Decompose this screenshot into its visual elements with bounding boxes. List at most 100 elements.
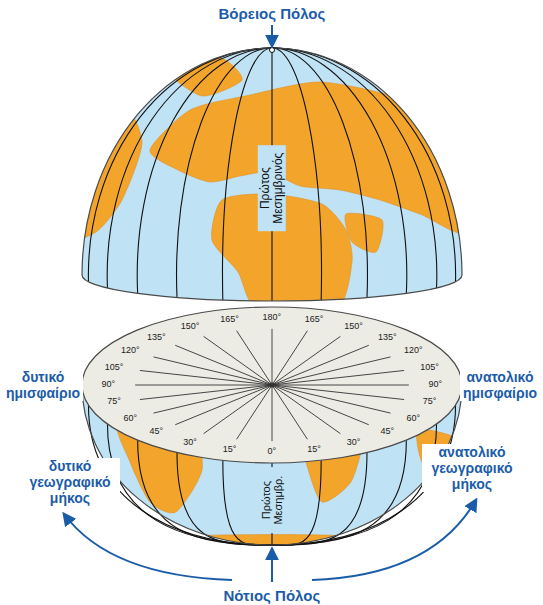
longitude-spoke	[140, 385, 272, 400]
degree-label-box: 60°	[123, 414, 137, 424]
longitude-spoke	[272, 336, 340, 385]
degree-label: 30°	[183, 438, 197, 448]
longitude-spoke	[272, 385, 409, 386]
degree-label-box: 0°	[268, 447, 277, 457]
longitude-spoke	[272, 385, 390, 413]
degree-label: 15°	[223, 445, 237, 455]
degree-label: 90°	[102, 380, 116, 390]
degree-label-box: 90°	[428, 380, 442, 390]
degree-label-box: 165°	[305, 315, 324, 325]
degree-label-box: 165°	[220, 315, 239, 325]
continents	[67, 58, 476, 314]
degree-label-box: 15°	[223, 445, 237, 455]
meridian-label: Πρώτος Μεσημβρινός	[258, 145, 286, 231]
degree-label: 90°	[428, 380, 442, 390]
meridian-line	[272, 48, 437, 288]
longitude-spoke	[135, 385, 272, 386]
longitude-spoke	[154, 357, 272, 385]
longitude-spoke	[272, 331, 307, 385]
degree-label-box: 30°	[347, 438, 361, 448]
degree-label-box: 180°	[263, 313, 282, 323]
degree-label: 135°	[378, 333, 397, 343]
hemisphere-label: ανατολικό ημισφαίριο	[460, 369, 540, 401]
cut-disc	[82, 307, 462, 463]
longitude-spokes	[135, 329, 409, 441]
degree-label: 120°	[404, 346, 423, 356]
degree-label: 180°	[263, 313, 282, 323]
degree-label: 135°	[147, 333, 166, 343]
longitude-spoke	[272, 345, 369, 385]
degree-label-box: 135°	[147, 333, 166, 343]
upper-hemisphere	[67, 48, 476, 314]
east-longitude-arrow	[312, 500, 476, 580]
pointer-arrows	[64, 25, 476, 582]
north-pole-dot	[270, 48, 275, 53]
degree-label: 0°	[268, 447, 277, 457]
landmass	[194, 535, 347, 554]
degree-label-box: 15°	[307, 445, 321, 455]
degree-label-box: 105°	[420, 363, 439, 373]
longitude-spoke	[272, 385, 273, 441]
disc-face	[82, 307, 462, 463]
degree-label: 60°	[123, 414, 137, 424]
hemisphere-label: δυτικό ημισφαίριο	[3, 369, 83, 401]
west-longitude-arrow	[64, 514, 232, 580]
degree-label-box: 45°	[381, 427, 395, 437]
degree-label: 120°	[121, 346, 140, 356]
longitude-label-box: ανατολικό γεωγραφικό μήκος	[422, 444, 522, 492]
degree-label: 15°	[307, 445, 321, 455]
degree-label: 165°	[305, 315, 324, 325]
meridian-label-box: Πρώτος Μεσημβρ.	[259, 467, 285, 533]
longitude-spoke	[140, 370, 272, 385]
longitude-label: δυτικό γεωγραφικό μήκος	[20, 458, 120, 506]
longitude-spoke	[272, 385, 307, 439]
pole-label-box: Βόρειος Πόλος	[217, 5, 328, 22]
meridian-line	[107, 48, 272, 288]
meridians	[88, 48, 455, 301]
degree-label-box: 150°	[181, 322, 200, 332]
center-dot	[270, 383, 275, 388]
longitude-spoke	[272, 370, 404, 385]
longitude-spoke	[237, 385, 272, 439]
degree-label-box: 75°	[107, 397, 121, 407]
longitude-spoke	[272, 329, 273, 385]
degree-label: 75°	[423, 397, 437, 407]
degree-label-box: 150°	[344, 322, 363, 332]
degree-label-box: 75°	[423, 397, 437, 407]
longitude-label-box: δυτικό γεωγραφικό μήκος	[20, 458, 120, 506]
dome-outline	[82, 48, 462, 301]
degree-label: 75°	[107, 397, 121, 407]
degree-label: 165°	[220, 315, 239, 325]
meridian-line	[272, 48, 367, 298]
degree-label: 45°	[381, 427, 395, 437]
degree-label-box: 120°	[121, 346, 140, 356]
pole-label: Νότιος Πόλος	[222, 587, 323, 604]
degree-label: 150°	[344, 322, 363, 332]
degree-label: 105°	[105, 363, 124, 373]
south-pole-arrow	[271, 549, 273, 582]
meridian-line	[137, 48, 272, 293]
longitude-spoke	[237, 331, 272, 385]
meridian-label-box: Πρώτος Μεσημβρινός	[258, 145, 286, 231]
degree-label: 105°	[420, 363, 439, 373]
meridian-line	[272, 453, 367, 545]
meridian-line	[272, 48, 456, 282]
longitude-spoke	[204, 385, 272, 434]
meridian-line	[272, 48, 407, 293]
degree-label-box: 90°	[102, 380, 116, 390]
meridian-line	[88, 48, 272, 282]
longitude-spoke	[272, 385, 404, 400]
degree-label: 45°	[149, 427, 163, 437]
degree-label-box: 120°	[404, 346, 423, 356]
pole-label: Βόρειος Πόλος	[217, 5, 328, 22]
degree-label: 60°	[407, 414, 421, 424]
meridian-line	[177, 453, 272, 545]
degree-label-box: 30°	[183, 438, 197, 448]
degree-label-box: 45°	[149, 427, 163, 437]
hemisphere-label-box: δυτικό ημισφαίριο	[3, 369, 83, 401]
degree-label-box: 135°	[378, 333, 397, 343]
degree-label-box: 60°	[407, 414, 421, 424]
hemisphere-label-box: ανατολικό ημισφαίριο	[460, 369, 540, 401]
longitude-label: ανατολικό γεωγραφικό μήκος	[422, 444, 522, 492]
